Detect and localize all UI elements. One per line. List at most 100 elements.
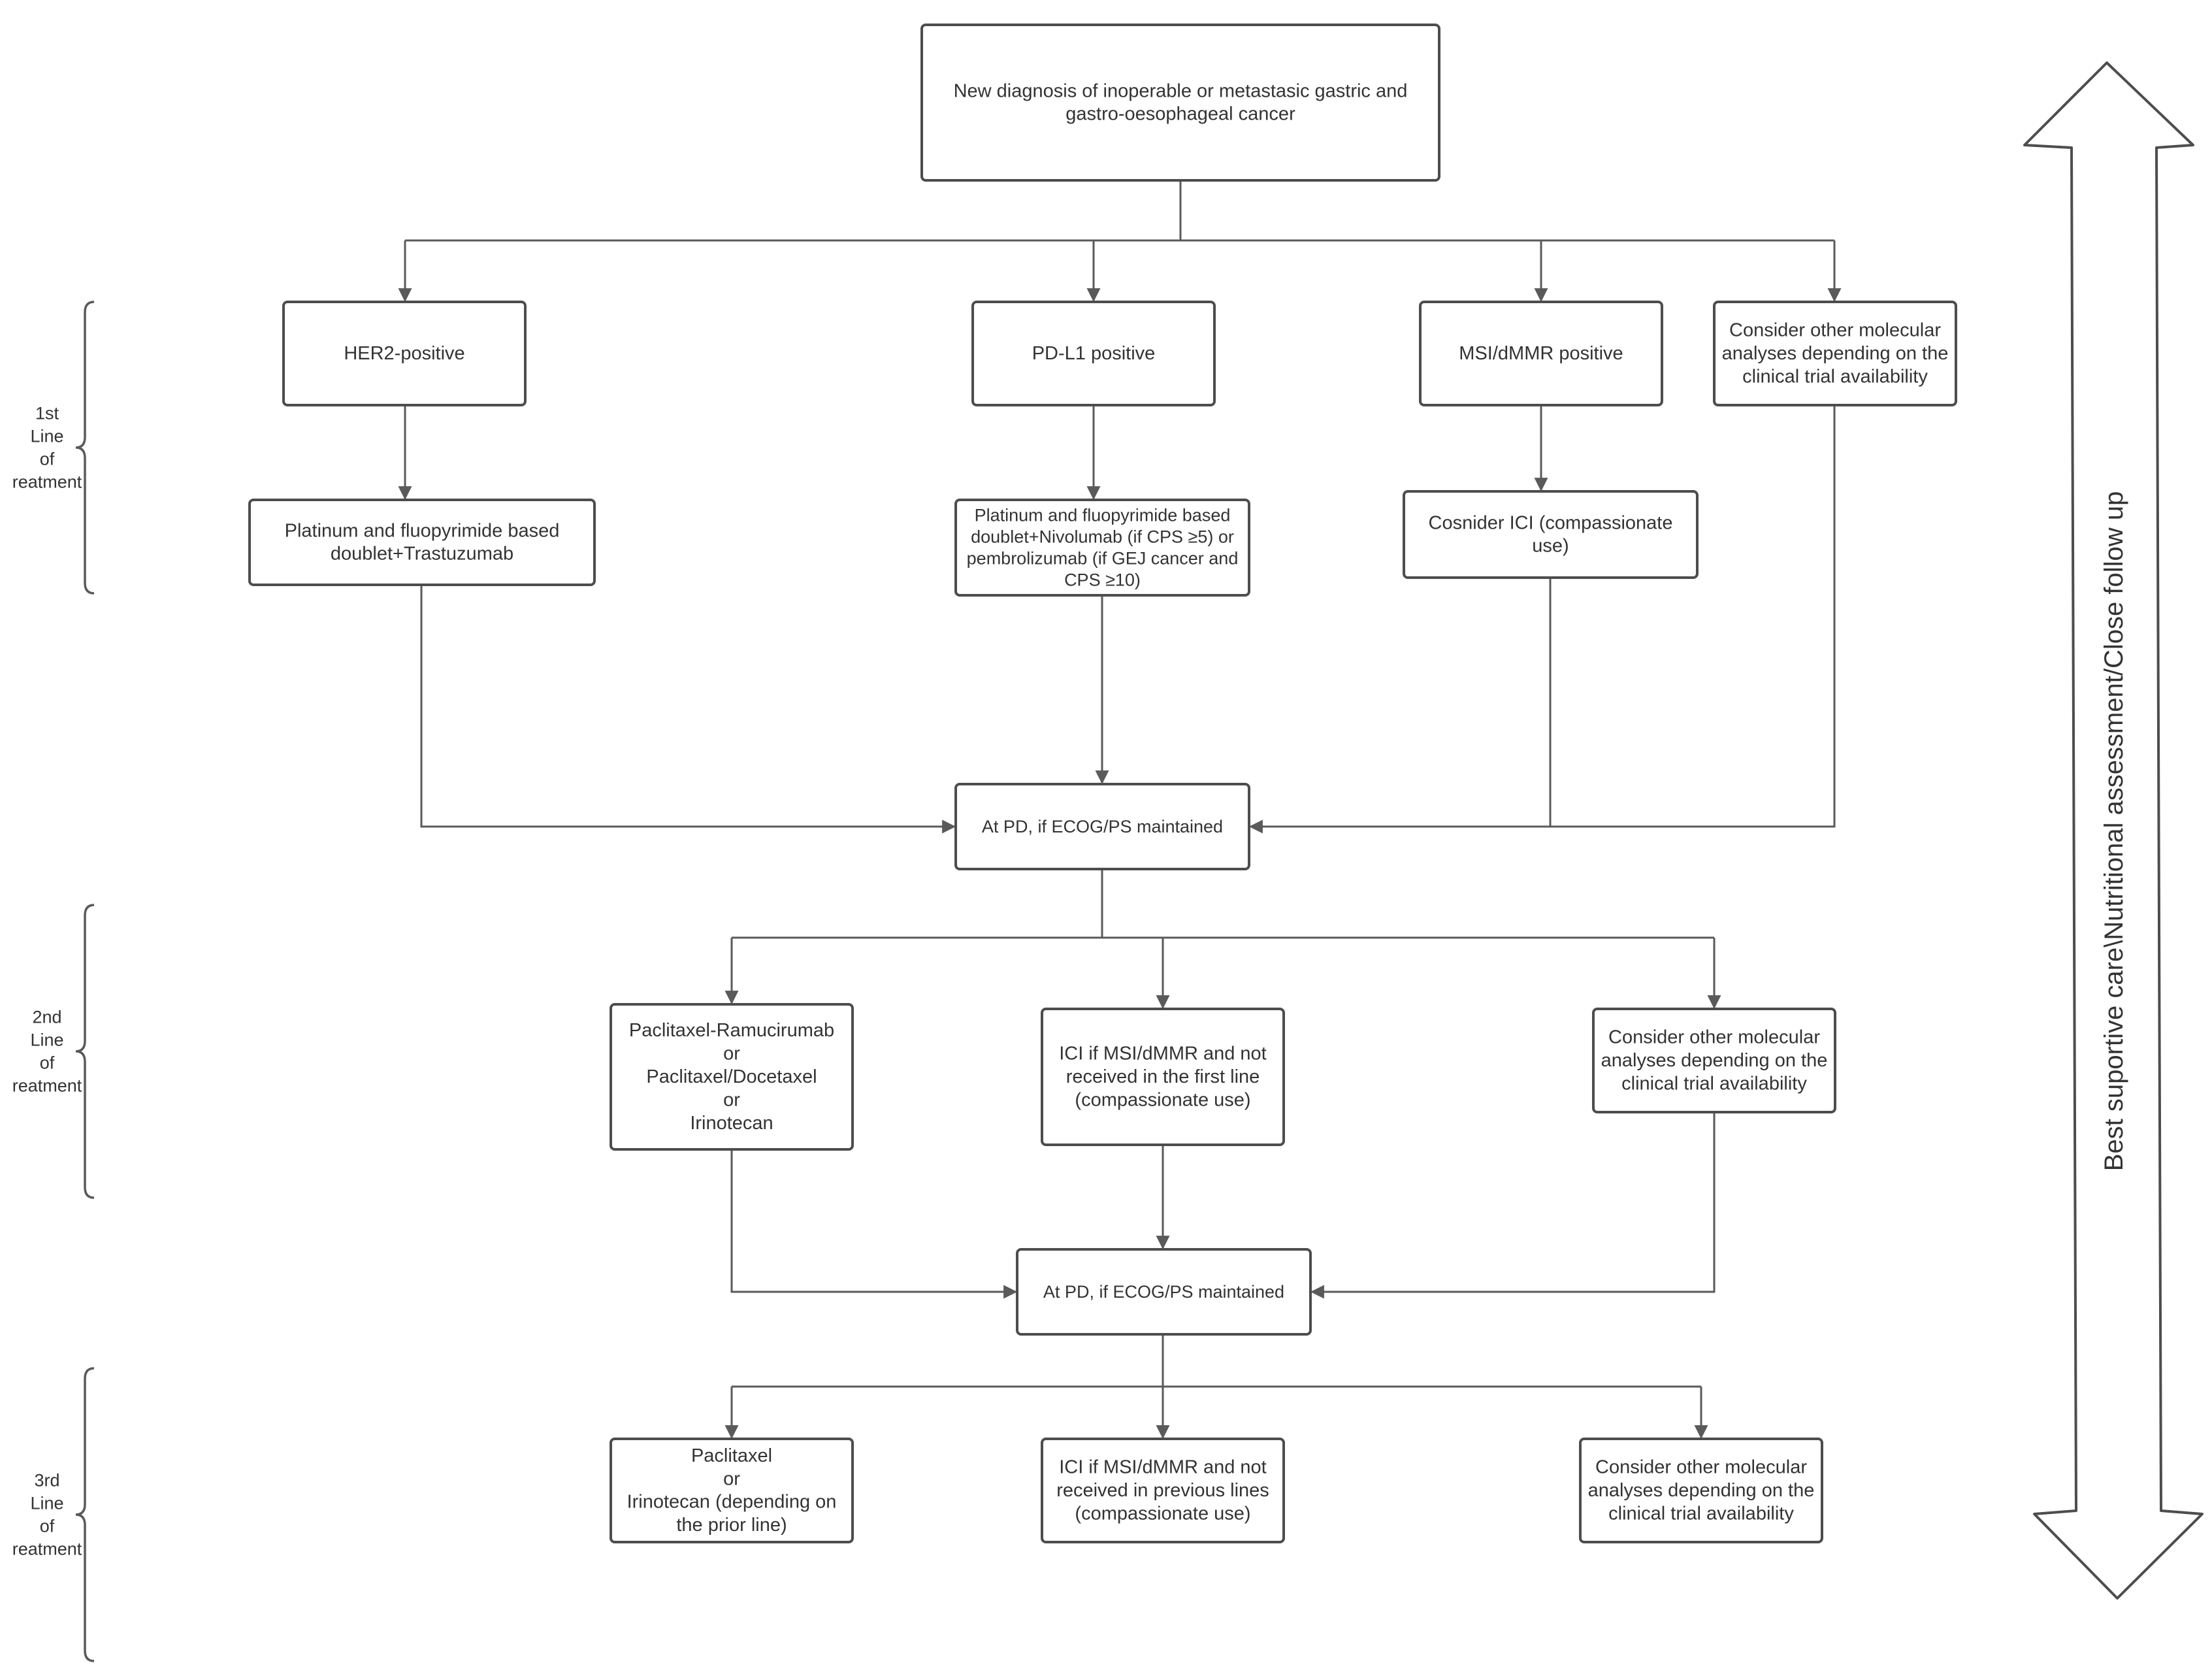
double-arrow-icon [2023,61,2204,1600]
connector-l2a-pd [730,1149,1018,1299]
node-box [1403,490,1699,579]
connectors [398,180,1842,1439]
line-label-text: of [40,450,55,469]
line-label-text: Line [30,1494,63,1513]
node-text: (compassionate use) [1075,1089,1250,1110]
node-text: Platinum and fluopyrimide based [285,520,560,541]
node-text: or [723,1044,740,1064]
line-label-text: Line [30,427,63,446]
node-box [1041,1438,1285,1543]
node-box [954,499,1250,597]
brace-icon [75,1367,95,1662]
node-text: gastro-oesophageal cancer [1065,104,1295,125]
node-text: Paclitaxel-Ramucirumab [629,1020,834,1041]
connector-other1-pd [1550,405,1836,828]
node-text: or [723,1468,740,1489]
node-pd1: At PD, if ECOG/PS maintained [954,783,1250,870]
node-text: CPS ≥10) [1064,570,1141,589]
line-label-text: Line [30,1030,63,1050]
node-text: HER2-positive [344,343,464,364]
node-box [954,783,1250,870]
node-text: analyses depending on the [1722,343,1949,364]
side-arrow: Best suportive care\Nutritional assessme… [2023,61,2204,1600]
brace-icon [75,301,95,595]
node-text: Consider other molecular [1608,1027,1820,1048]
node-text: received in previous lines [1056,1480,1269,1501]
node-box [1419,301,1663,406]
node-box [1041,1008,1285,1146]
side-arrow-label-group: Best suportive care\Nutritional assessme… [2100,491,2128,1171]
node-text: Irinotecan (depending on [627,1492,837,1513]
node-box [1713,301,1957,406]
node-pd2: At PD, if ECOG/PS maintained [1016,1248,1312,1336]
node-text: Irinotecan [690,1113,773,1134]
line-label-text: 3rd [34,1471,59,1490]
node-text: Consider other molecular [1595,1457,1807,1478]
line-label-text: reatment [12,1076,82,1096]
node-text: New diagnosis of inoperable or metastasi… [954,80,1408,101]
node-text: At PD, if ECOG/PS maintained [1043,1282,1284,1302]
node-text: doublet+Nivolumab (if CPS ≥5) or [971,527,1234,547]
node-box [1592,1008,1836,1113]
node-text: analyses depending on the [1601,1050,1828,1071]
node-her2-tx: Platinum and fluopyrimide based doublet+T… [248,499,596,586]
node-text: MSI/dMMR positive [1459,343,1623,364]
node-text: Consider other molecular [1729,320,1941,341]
node-text: doublet+Trastuzumab [331,544,513,565]
node-text: pembrolizumab (if GEJ cancer and [967,548,1239,568]
line-label-text: reatment [12,1539,82,1559]
node-box [248,499,596,586]
node-text: Cosnider ICI (compassionate [1429,512,1673,533]
node-box [1016,1248,1312,1336]
node-text: analyses depending on the [1588,1480,1815,1501]
connector-l2c-pd [1310,1112,1716,1299]
node-text: clinical trial availability [1608,1503,1794,1524]
node-text: Paclitaxel/Docetaxel [646,1066,817,1087]
node-pdl1-tx: Platinum and fluopyrimide based doublet+N… [954,499,1250,597]
node-text: ICI if MSI/dMMR and not [1059,1044,1267,1064]
side-arrow-label: Best suportive care\Nutritional assessme… [2100,491,2128,1171]
node-text: use) [1532,536,1569,557]
node-her2: HER2-positive [282,301,527,406]
node-msi-tx: Cosnider ICI (compassionate use) [1403,490,1699,579]
node-text: or [723,1089,740,1110]
node-text: At PD, if ECOG/PS maintained [982,817,1223,836]
connector-msi-pd [1248,578,1552,834]
node-start: New diagnosis of inoperable or metastasi… [920,24,1440,182]
node-box [610,1003,854,1151]
line-braces: 1stLineofreatment2ndLineofreatment3rdLin… [12,301,95,1662]
node-box [610,1438,854,1543]
node-text: the prior line) [676,1515,787,1536]
node-text: clinical trial availability [1742,366,1928,387]
node-box [1579,1438,1823,1543]
node-text: Platinum and fluopyrimide based [975,506,1231,525]
node-text: ICI if MSI/dMMR and not [1059,1457,1267,1478]
line-label-text: reatment [12,472,82,492]
nodes: New diagnosis of inoperable or metastasi… [248,24,1957,1543]
brace-icon [75,904,95,1199]
node-box [920,24,1440,182]
line-label-text: 1st [35,404,59,423]
line-label-text: of [40,1517,55,1536]
node-text: received in the first line [1066,1066,1260,1087]
line-label-text: 2nd [32,1008,61,1027]
node-l2-a: Paclitaxel-Ramucirumab orPaclitaxel/Docet… [610,1003,854,1151]
node-text: PD-L1 positive [1032,343,1156,364]
node-pdl1: PD-L1 positive [971,301,1216,406]
line-label-text: of [40,1053,55,1073]
node-box [282,301,527,406]
node-msi: MSI/dMMR positive [1419,301,1663,406]
node-text: Paclitaxel [691,1445,772,1466]
connector-her2-pd [420,585,956,834]
node-text: (compassionate use) [1075,1503,1250,1524]
